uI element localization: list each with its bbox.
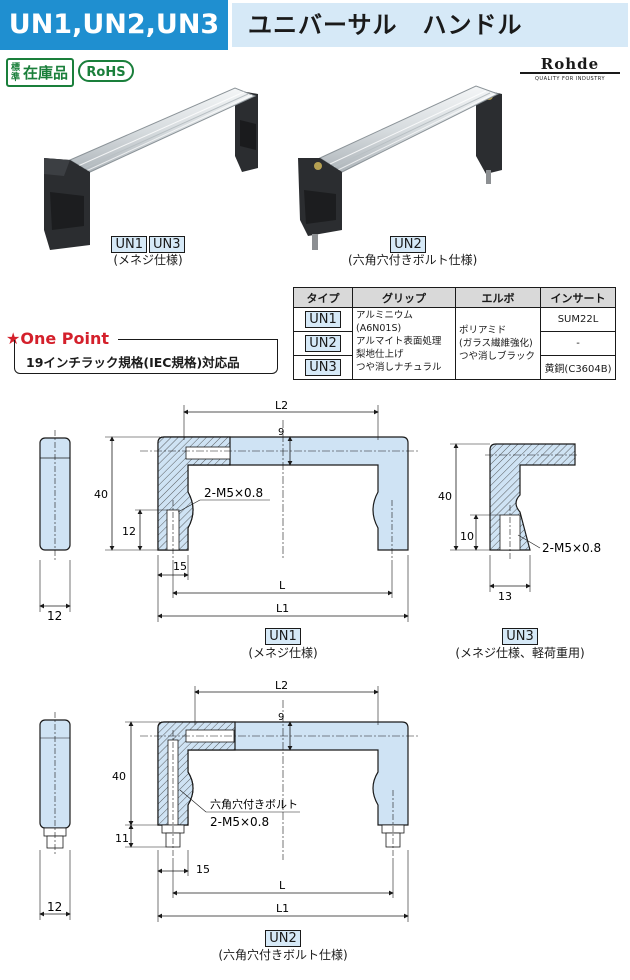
un2-front-view	[125, 686, 420, 922]
un1-drawing-caption: (メネジ仕様)	[248, 646, 318, 660]
dim-side-width-top: 12	[47, 609, 62, 623]
rohs-badge: RoHS	[78, 60, 134, 82]
label-un2: UN2	[390, 236, 426, 253]
dim-l1-top: L1	[276, 602, 289, 615]
insert-cell: 黄銅(C3604B)	[540, 355, 616, 380]
type-cell: UN1	[293, 307, 353, 332]
dim-15-top: 15	[173, 560, 187, 573]
brand-name: Rohde	[520, 56, 620, 74]
standard-label: 標準	[10, 62, 20, 83]
spec-table: タイプ グリップ エルボ インサート UN1 アルミニウム(A6N01S) アル…	[293, 287, 616, 380]
elbow-line: つや消しブラック	[459, 351, 536, 362]
dim-l-top: L	[279, 579, 286, 592]
col-insert: インサート	[540, 287, 616, 308]
dim-l1-bottom: L1	[276, 902, 289, 915]
brand-tagline: QUALITY FOR INDUSTRY	[534, 76, 605, 82]
photo-right-labels: UN2	[388, 236, 428, 253]
photo-right-caption: (六角穴付きボルト仕様)	[348, 253, 478, 267]
dim-12-top: 12	[122, 525, 136, 538]
un3-view	[450, 443, 578, 592]
brand-logo: Rohde QUALITY FOR INDUSTRY	[520, 56, 620, 82]
photo-left-caption: (メネジ仕様)	[113, 253, 183, 267]
un2-drawing-labels: UN2	[263, 930, 303, 947]
dim-13-un3: 13	[498, 590, 512, 603]
one-point-title: ★One Point	[6, 329, 109, 348]
dim-9-top: 9	[278, 427, 284, 438]
dim-15-bottom: 15	[196, 863, 210, 876]
one-point-rule	[118, 339, 278, 340]
stock-label: 在庫品	[23, 64, 69, 82]
elbow-line: ポリアミド	[459, 325, 507, 336]
dim-l-bottom: L	[279, 879, 286, 892]
dim-l2-bottom: L2	[275, 679, 288, 692]
photo-left-labels: UN1 UN3	[108, 236, 188, 253]
product-title: ユニバーサル ハンドル	[232, 3, 628, 47]
thread-label-un3: 2-M5×0.8	[542, 541, 601, 555]
type-un1: UN1	[305, 311, 341, 328]
label-un1: UN1	[111, 236, 147, 253]
dim-40-bottom: 40	[112, 770, 126, 783]
table-row: UN3 黄銅(C3604B)	[293, 355, 616, 380]
bolt-label-bottom: 六角穴付きボルト	[210, 797, 298, 811]
one-point-text: 19インチラック規格(IEC規格)対応品	[26, 355, 240, 370]
col-type: タイプ	[293, 287, 353, 308]
elbow-cell: ポリアミド (ガラス繊維強化) つや消しブラック	[455, 307, 541, 380]
thread-label-top: 2-M5×0.8	[204, 486, 263, 500]
dim-40-un3: 40	[438, 490, 452, 503]
grip-line: 梨地仕上げ	[356, 349, 404, 360]
drawing-label-un3: UN3	[502, 628, 538, 645]
label-un3: UN3	[149, 236, 185, 253]
side-view-bottom	[39, 712, 71, 920]
type-cell: UN3	[293, 355, 353, 380]
dim-10-un3: 10	[460, 530, 474, 543]
un3-drawing-caption: (メネジ仕様、軽荷重用)	[455, 646, 585, 660]
insert-cell: SUM22L	[540, 307, 616, 332]
model-title: UN1,UN2,UN3	[0, 0, 228, 50]
dim-l2-top: L2	[275, 399, 288, 412]
grip-line: つや消しナチュラル	[356, 362, 442, 373]
drawing-label-un1: UN1	[265, 628, 301, 645]
un1-front-view	[105, 405, 420, 622]
standard-stock-badge: 標準 在庫品	[6, 58, 75, 87]
table-row: UN1 アルミニウム(A6N01S) アルマイト表面処理 梨地仕上げ つや消しナ…	[293, 307, 616, 380]
handle-photo-un2	[298, 85, 502, 250]
handle-photo-un1-un3	[44, 87, 258, 250]
dim-side-width-bottom: 12	[47, 900, 62, 914]
one-point-box	[14, 340, 278, 374]
un2-drawing-caption: (六角穴付きボルト仕様)	[218, 948, 348, 962]
type-un2: UN2	[305, 335, 341, 352]
un1-drawing-labels: UN1	[263, 628, 303, 645]
grip-line: アルミニウム(A6N01S)	[356, 310, 413, 334]
dim-9-bottom: 9	[278, 712, 284, 723]
thread-label-bottom: 2-M5×0.8	[210, 815, 269, 829]
elbow-line: (ガラス繊維強化)	[459, 338, 533, 349]
un3-drawing-labels: UN3	[500, 628, 540, 645]
side-view-top	[39, 430, 71, 612]
dim-11-bottom: 11	[115, 832, 129, 845]
type-un3: UN3	[305, 359, 341, 376]
header: UN1,UN2,UN3 ユニバーサル ハンドル	[0, 0, 630, 50]
grip-line: アルマイト表面処理	[356, 336, 442, 347]
drawing-label-un2: UN2	[265, 930, 301, 947]
dim-40-top: 40	[94, 488, 108, 501]
